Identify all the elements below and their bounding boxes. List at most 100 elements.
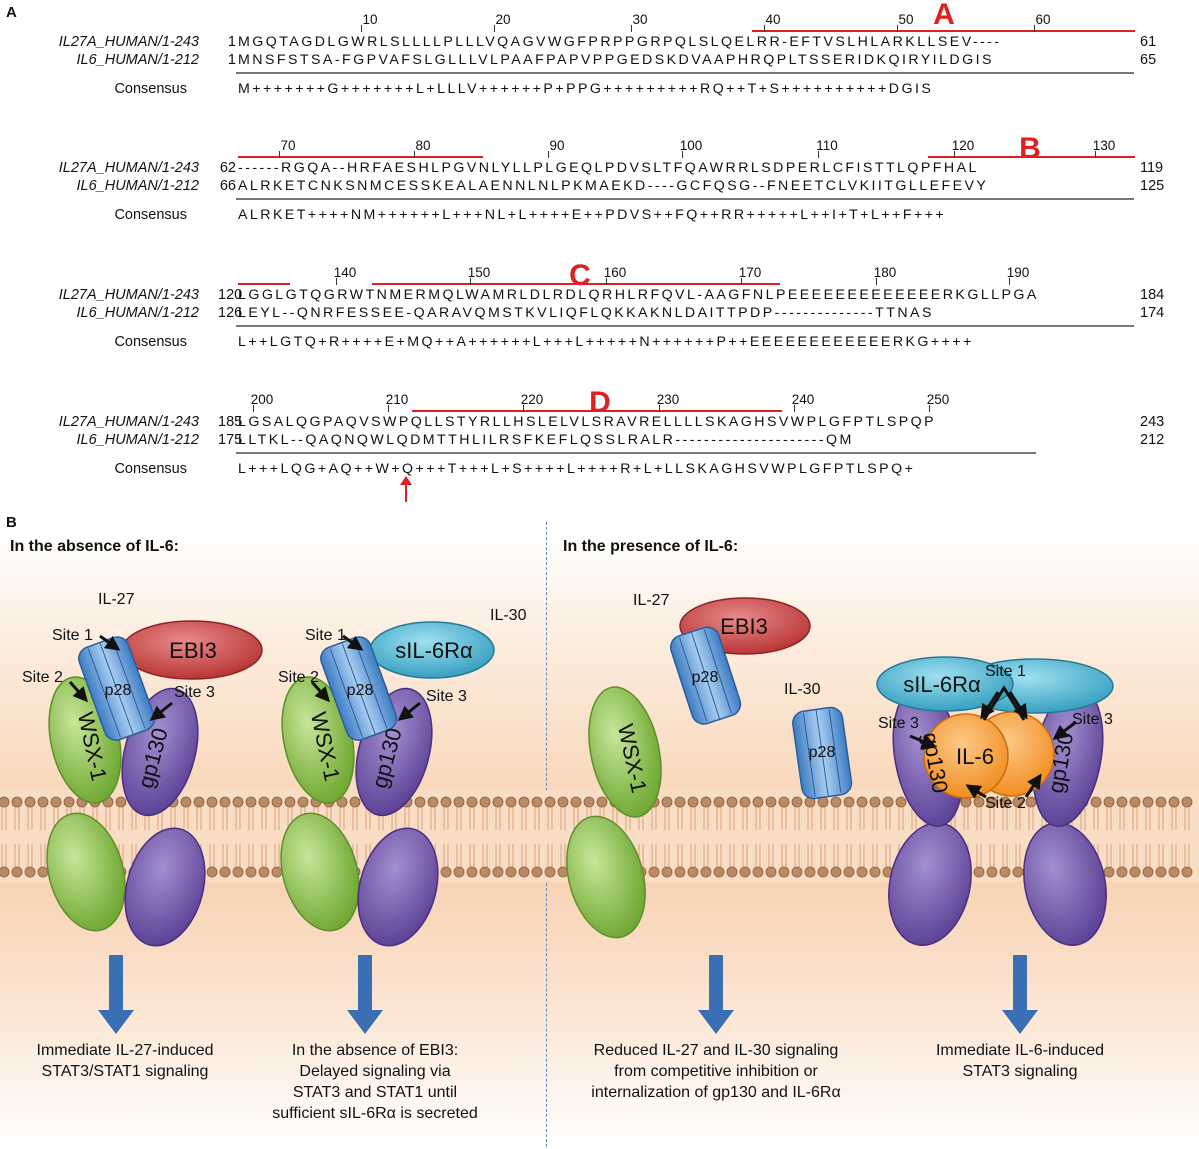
wsx1-receptor-3: [588, 686, 662, 818]
ruler-tick: [1009, 278, 1010, 285]
sequence-residues: ALRKETCNKSNMCESSKEALAENNLNLPKMAEKD----GC…: [238, 178, 989, 194]
ruler-position-label: 90: [549, 138, 565, 153]
il27-complex: [46, 620, 263, 1034]
site3-label-1: Site 3: [174, 684, 215, 701]
caption-line: from competitive inhibition or: [614, 1063, 818, 1080]
sequence-start-position: 1: [227, 34, 236, 50]
wsx1-lower-domain-2: [280, 812, 360, 932]
sequence-residues: ------RGQA--HRFAESHLPGVNLYLLPLGEQLPDVSLT…: [238, 160, 979, 176]
site3-label-4a: Site 3: [878, 715, 919, 732]
p28-label-4: p28: [809, 744, 836, 761]
site1-label-2: Site 1: [305, 627, 346, 644]
ruler-tick: [1034, 25, 1035, 32]
il6-arrow: [1002, 955, 1038, 1034]
dissociated-complex: [566, 597, 853, 1034]
helix-label: D: [589, 386, 611, 419]
sequence-residues: MGQTAGDLGWRLSLLLLPLLLVQAGVWGFPRPPGRPQLSL…: [238, 34, 1002, 50]
wsx1-lower-domain-3: [566, 815, 646, 939]
il30-srec-complex: [280, 621, 495, 1034]
ruler-tick: [253, 405, 254, 412]
il27-label: IL-27: [98, 591, 135, 608]
ruler-position-label: 100: [679, 138, 703, 153]
ruler-tick: [631, 25, 632, 32]
sequence-start-position: 62: [219, 160, 236, 176]
ruler-position-label: 220: [520, 392, 544, 407]
caption-line: Immediate IL-27-induced: [36, 1042, 214, 1059]
ruler-position-label: 190: [1006, 265, 1030, 280]
ebi3-label-3: EBI3: [720, 614, 768, 639]
ruler-tick: [548, 151, 549, 158]
ruler-tick: [929, 405, 930, 412]
sequence-start-position: 66: [219, 178, 236, 194]
il30-label-3: IL-30: [784, 681, 821, 698]
helix-region-bar: [238, 156, 483, 158]
sequence-start-position: 175: [218, 432, 243, 448]
site-arrows: [68, 634, 1077, 799]
sequence-name: IL6_HUMAN/1-212: [76, 305, 200, 321]
helix-region-bar: [928, 156, 1135, 158]
consensus-divider: [236, 325, 1134, 327]
caption-line: STAT3 signaling: [962, 1063, 1078, 1080]
consensus-divider: [236, 198, 1134, 200]
sil6ra-left: [876, 656, 1014, 712]
site2-label-4: Site 2: [985, 795, 1026, 812]
left-section-title: In the absence of IL-6:: [10, 538, 179, 555]
ruler-position-label: 130: [1092, 138, 1116, 153]
ruler-position-label: 10: [362, 12, 378, 27]
p28-label-1: p28: [105, 682, 132, 699]
il27-arrow: [98, 955, 134, 1034]
helix-region-bar: [752, 30, 1135, 32]
sequence-start-position: 1: [227, 52, 236, 68]
ruler-position-label: 210: [385, 392, 409, 407]
p28-subunit-3: [669, 626, 742, 725]
ruler-tick: [741, 278, 742, 285]
ruler-position-label: 20: [495, 12, 511, 27]
consensus-divider: [236, 72, 1134, 74]
ruler-position-label: 50: [898, 12, 914, 27]
sequence-residues: LGGLGTQGRWTNMERMQLWAMRLDLRDLQRHLRFQVL-AA…: [238, 287, 1039, 303]
sequence-end-position: 65: [1140, 52, 1157, 68]
helix-label: C: [569, 259, 591, 292]
ruler-tick: [470, 278, 471, 285]
ruler-position-label: 40: [765, 12, 781, 27]
ruler-tick: [388, 405, 389, 412]
sequence-name: IL27A_HUMAN/1-243: [58, 34, 199, 50]
ruler-position-label: 120: [951, 138, 975, 153]
helix-region-bar: [412, 410, 782, 412]
sequence-end-position: 184: [1140, 287, 1165, 303]
sequence-start-position: 120: [218, 287, 243, 303]
p28-label-3: p28: [692, 669, 719, 686]
sil6ra-label: sIL-6Rα: [395, 638, 473, 663]
caption-line: STAT3 and STAT1 until: [292, 1084, 458, 1101]
site3-label-2: Site 3: [426, 688, 467, 705]
site1-label-1: Site 1: [52, 627, 93, 644]
caption-line: STAT3/STAT1 signaling: [41, 1063, 209, 1080]
ruler-position-label: 160: [603, 265, 627, 280]
p28-subunit-2: [320, 636, 398, 741]
ebi3-label: EBI3: [169, 638, 217, 663]
panel-a-letter: A: [6, 4, 17, 21]
tryptophan-marker-arrow: [399, 476, 413, 507]
sequence-name: IL6_HUMAN/1-212: [76, 52, 200, 68]
ruler-position-label: 200: [250, 392, 274, 407]
ruler-position-label: 250: [926, 392, 950, 407]
ruler-tick: [876, 278, 877, 285]
ruler-position-label: 30: [632, 12, 648, 27]
ruler-tick: [414, 151, 415, 158]
ruler-position-label: 170: [738, 265, 762, 280]
ruler-position-label: 230: [656, 392, 680, 407]
site2-label-2: Site 2: [278, 669, 319, 686]
sequence-name: IL6_HUMAN/1-212: [76, 178, 200, 194]
sequence-end-position: 61: [1140, 34, 1157, 50]
sequence-residues: LGSALQGPAQVSWPQLLSTYRLLHSLELVLSRAVRELLLL…: [238, 414, 937, 430]
p28-subunit: [78, 636, 156, 741]
ruler-tick: [954, 151, 955, 158]
sequence-end-position: 212: [1140, 432, 1165, 448]
caption-line: sufficient sIL-6Rα is secreted: [272, 1105, 478, 1122]
